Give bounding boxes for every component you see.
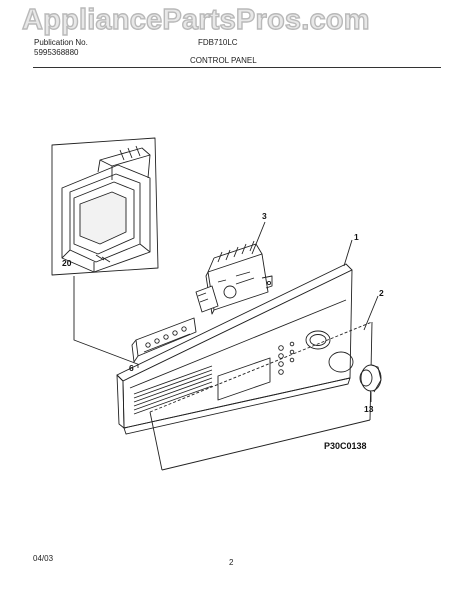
leader-3 <box>251 221 266 255</box>
footer-date: 04/03 <box>33 554 54 563</box>
section-title: CONTROL PANEL <box>190 56 257 65</box>
panel-insert-part <box>61 145 151 273</box>
drawing-code: P30C0138 <box>324 441 367 451</box>
publication-label: Publication No. <box>34 38 88 47</box>
callout-3: 3 <box>262 211 267 221</box>
publication-number: 5995368880 <box>34 48 79 57</box>
inset-leader <box>73 276 149 369</box>
callout-6: 6 <box>129 363 134 373</box>
control-panel-body-part <box>116 263 353 435</box>
callout-13: 13 <box>364 404 374 414</box>
callout-2: 2 <box>379 288 384 298</box>
knob-part <box>359 364 382 393</box>
callout-1: 1 <box>354 232 359 242</box>
page-number: 2 <box>229 558 234 567</box>
header-rule <box>33 67 441 68</box>
callout-20: 20 <box>62 258 72 268</box>
watermark-text: AppliancePartsPros.com <box>21 3 370 36</box>
timer-part <box>195 240 273 315</box>
switch-panel-part <box>131 317 197 363</box>
leader-2 <box>363 295 379 331</box>
leader-1 <box>343 239 353 267</box>
model-number: FDB710LC <box>198 38 238 47</box>
